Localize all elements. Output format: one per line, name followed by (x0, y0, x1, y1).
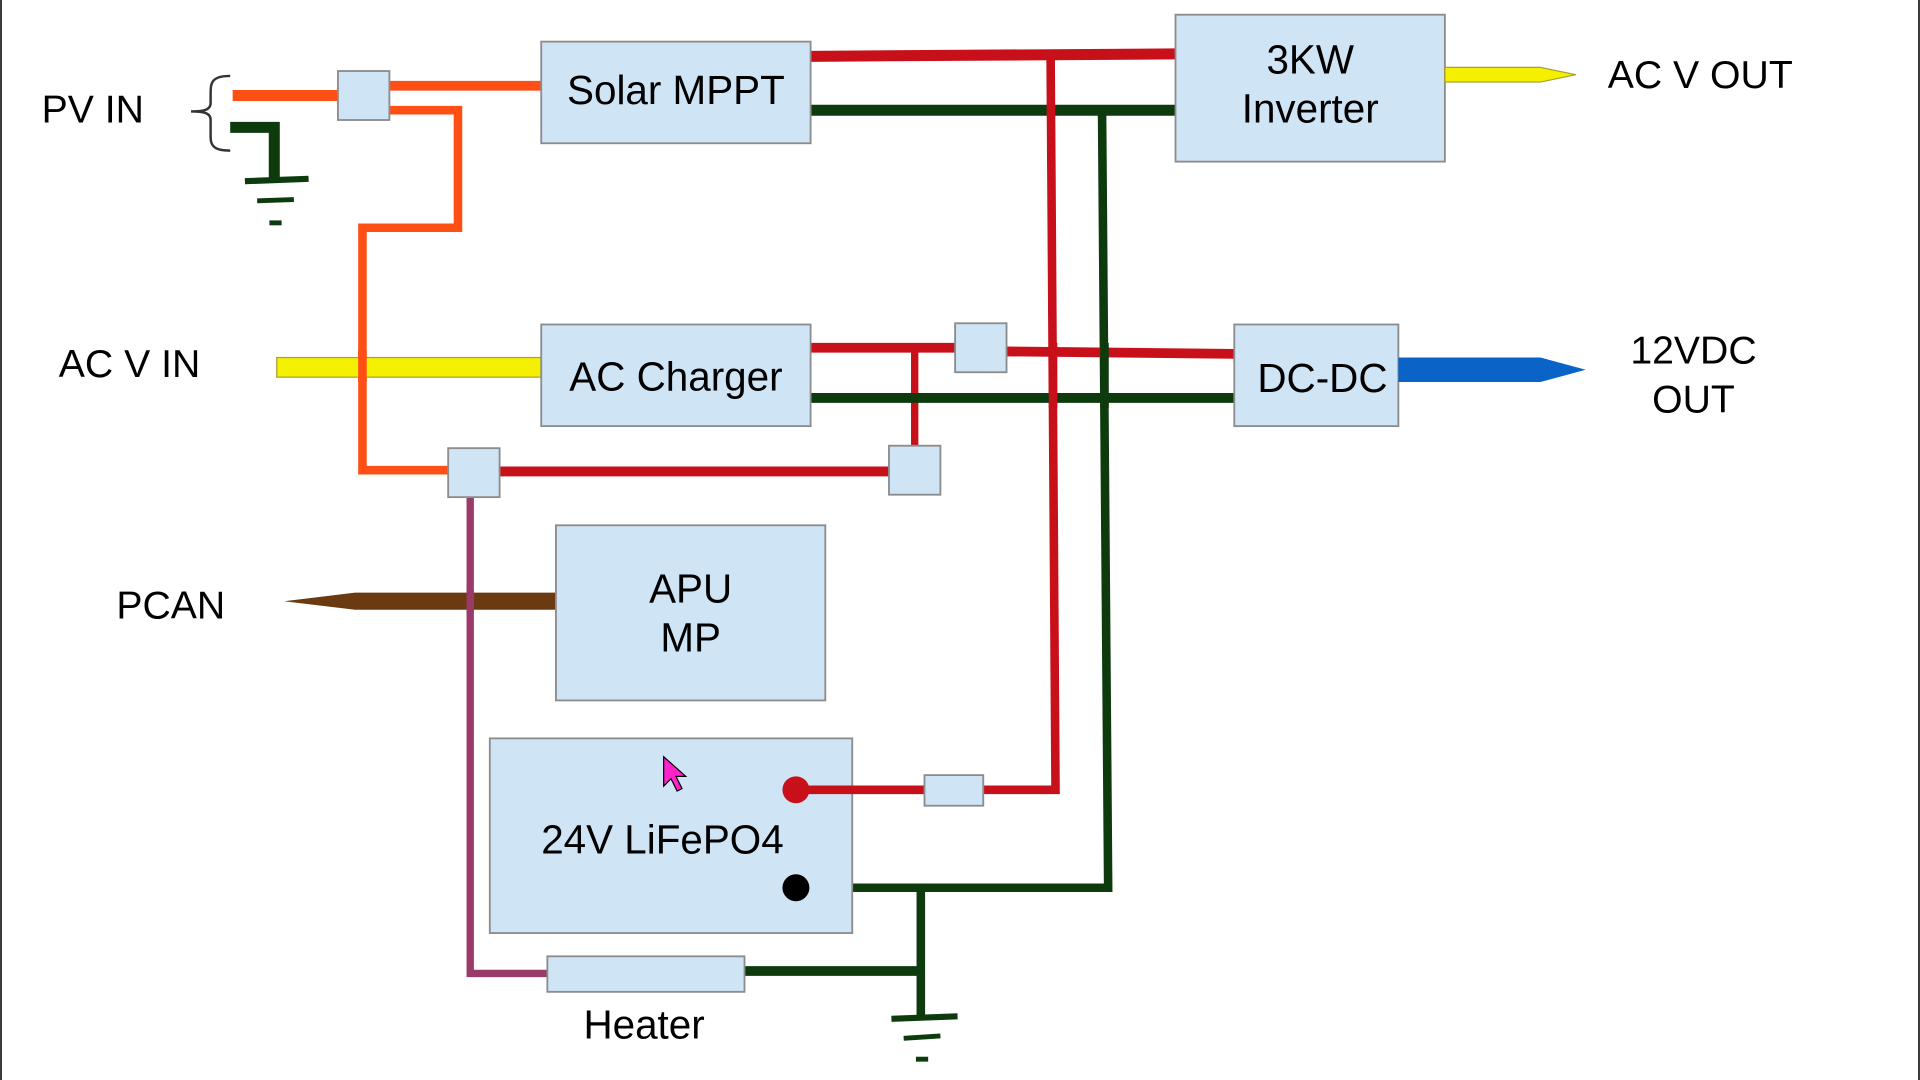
ac-charger-label: AC Charger (569, 354, 782, 400)
pv-in-label: PV IN (42, 88, 144, 131)
ac-v-out-label: AC V OUT (1608, 54, 1793, 97)
battery-negative-terminal[interactable] (782, 874, 810, 902)
dcdc-positive-wire (1006, 346, 1235, 359)
pv-in-brace (191, 74, 231, 152)
ac-charger-block[interactable]: AC Charger (540, 323, 812, 428)
apu-label-line1: APU (649, 565, 732, 611)
inverter-label-line1: 3KW (1266, 36, 1354, 82)
ac-out-arrow (1444, 66, 1577, 83)
dcdc-fuse[interactable] (954, 322, 1008, 374)
pv-to-junction-wire (358, 105, 463, 475)
battery-fuse[interactable] (923, 774, 985, 807)
pv-junction-fuse[interactable] (447, 447, 501, 499)
pcan-bus-arrow (284, 592, 556, 610)
battery-label: 24V LiFePO4 (541, 816, 783, 862)
apu-mp-block[interactable]: APU MP (555, 524, 827, 702)
pv-fuse[interactable] (337, 70, 391, 121)
pcan-label: PCAN (116, 584, 225, 627)
mouse-cursor-icon (663, 755, 688, 792)
solar-mppt-block[interactable]: Solar MPPT (540, 40, 812, 145)
dc12-out-arrow (1398, 357, 1586, 383)
dc-positive-bus-wire (982, 56, 1060, 795)
heater-block[interactable] (546, 955, 746, 993)
battery-positive-terminal[interactable] (782, 776, 810, 804)
dc-dc-label: DC-DC (1257, 355, 1387, 401)
ground-symbol (891, 1013, 958, 1062)
dc12-out-label-line1: 12VDC (1630, 330, 1756, 373)
ac-v-in-label: AC V IN (59, 343, 200, 386)
charger-junction-fuse[interactable] (888, 444, 942, 496)
inverter-label-line2: Inverter (1242, 85, 1379, 131)
solar-mppt-label: Solar MPPT (567, 67, 785, 113)
mppt-positive-to-inverter-wire (810, 48, 1176, 62)
dc-dc-block[interactable]: DC-DC (1233, 323, 1400, 428)
pv-ground-symbol (244, 175, 309, 226)
pv-ground-wire (230, 121, 280, 179)
ac-in-line (276, 356, 542, 378)
dc12-out-label-line2: OUT (1652, 379, 1735, 422)
apu-label-line2: MP (660, 614, 721, 660)
heater-label: Heater (583, 1001, 704, 1047)
inverter-block[interactable]: 3KW Inverter (1174, 13, 1446, 163)
heater-feed-wire (466, 497, 549, 978)
